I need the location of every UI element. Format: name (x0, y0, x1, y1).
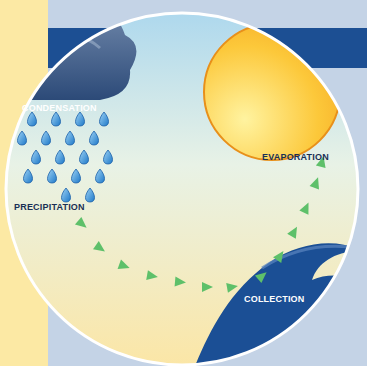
flow-arrowhead (118, 260, 132, 273)
raindrop (90, 131, 99, 145)
stage-label: CONDENSATION (22, 103, 97, 114)
raindrop (42, 131, 51, 145)
raindrop (76, 112, 85, 126)
raindrop (80, 150, 89, 164)
raindrop (52, 112, 61, 126)
raindrop (96, 169, 105, 183)
flow-arrowhead (310, 176, 323, 190)
flow-arrowhead (93, 241, 108, 256)
flow-arrowhead (202, 282, 213, 292)
stage-label: PRECIPITATION (14, 202, 85, 213)
raindrop (100, 112, 109, 126)
stage-label: COLLECTION (244, 294, 305, 305)
stage-label: EVAPORATION (262, 152, 329, 163)
flow-arrowhead (226, 281, 239, 293)
flow-arrowhead (75, 217, 90, 232)
flow-arrowhead (146, 270, 159, 282)
raindrop (28, 112, 37, 126)
flow-arrowhead (175, 277, 187, 288)
raindrop (104, 150, 113, 164)
flow-arrowhead (287, 224, 301, 239)
raindrop (48, 169, 57, 183)
raindrop (56, 150, 65, 164)
raindrop (72, 169, 81, 183)
raindrop (18, 131, 27, 145)
flow-arrowhead (273, 248, 288, 263)
flow-arrowhead (299, 200, 313, 214)
raindrop (24, 169, 33, 183)
flow-arrowhead (255, 268, 270, 283)
raindrop (32, 150, 41, 164)
raindrop (62, 188, 71, 202)
raindrop (66, 131, 75, 145)
raindrop (86, 188, 95, 202)
